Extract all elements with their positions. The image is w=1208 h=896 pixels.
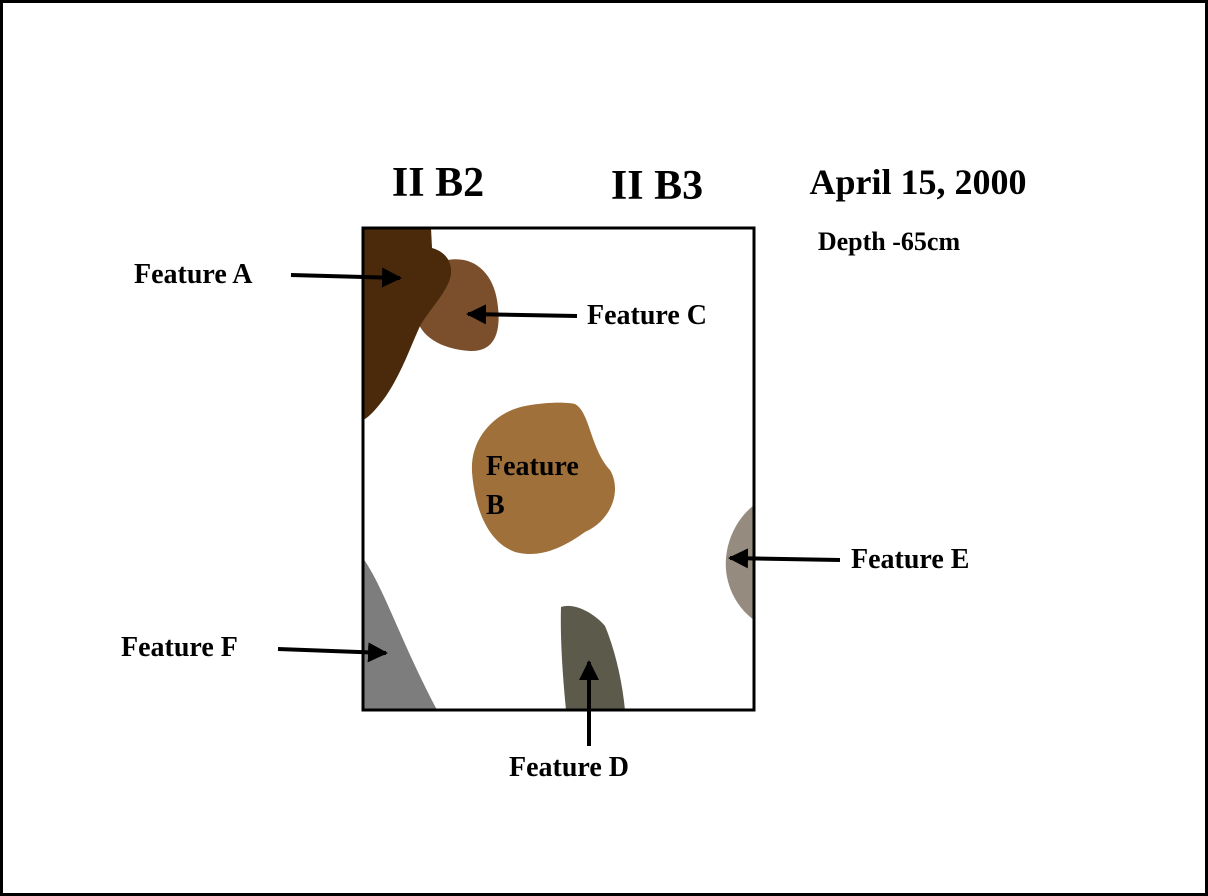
date-label: April 15, 2000	[809, 162, 1026, 202]
feature-d-label: Feature D	[509, 752, 629, 783]
feature-f-shape	[363, 558, 437, 710]
feature-f-arrow	[277, 642, 388, 663]
feature-a-arrow	[290, 267, 402, 288]
feature-b-label-line2: B	[486, 490, 505, 521]
feature-e-arrow	[728, 548, 841, 569]
feature-shapes	[363, 228, 754, 710]
feature-c-arrow	[466, 304, 578, 325]
feature-f-label: Feature F	[121, 632, 238, 663]
feature-a-label: Feature A	[134, 259, 253, 290]
feature-b-label-line1: Feature	[486, 451, 579, 482]
unit-label-ii-b2: II B2	[392, 160, 484, 206]
feature-e-shape	[725, 505, 754, 620]
unit-label-ii-b3: II B3	[611, 163, 703, 209]
feature-e-label: Feature E	[851, 544, 969, 575]
excavation-unit-outline	[361, 226, 756, 712]
feature-b-shape	[471, 402, 616, 554]
feature-c-label: Feature C	[587, 300, 707, 331]
feature-d-shape	[560, 605, 625, 710]
depth-label: Depth -65cm	[818, 227, 961, 256]
